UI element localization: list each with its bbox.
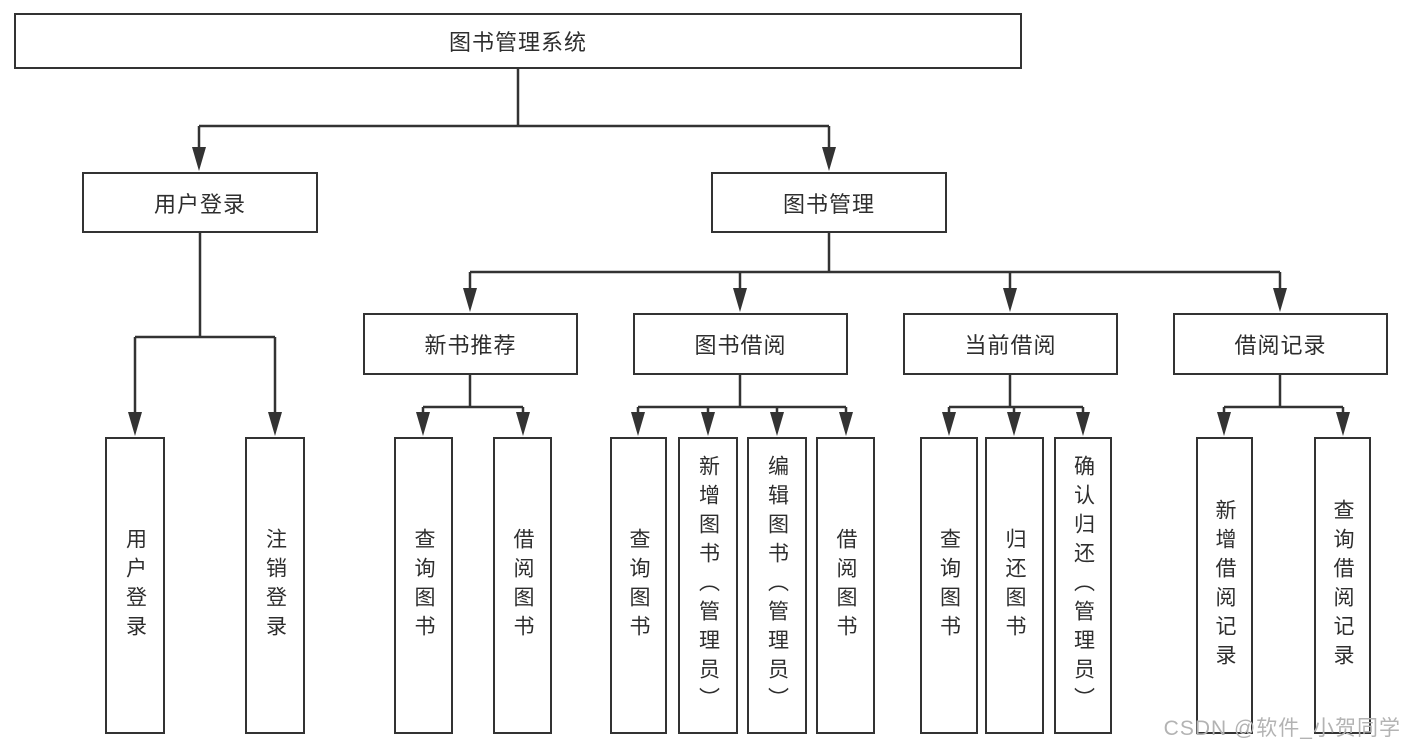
node-label: 查询图书 — [627, 527, 650, 644]
arrowhead-icon — [416, 412, 430, 436]
node-label: 借阅图书 — [511, 527, 534, 644]
leaf-query-books-current: 查询图书 — [920, 437, 978, 734]
arrowheads — [128, 147, 1350, 436]
arrowhead-icon — [1273, 288, 1287, 312]
node-label: 新增图书（管理员） — [696, 455, 720, 716]
node-label: 图书管理 — [782, 191, 875, 217]
arrowhead-icon — [192, 147, 206, 171]
node-label: 查询借阅记录 — [1331, 498, 1354, 673]
node-label: 图书管理系统 — [448, 30, 587, 55]
arrowhead-icon — [516, 412, 530, 436]
leaf-add-borrow-record: 新增借阅记录 — [1196, 437, 1253, 734]
arrowhead-icon — [1336, 412, 1350, 436]
node-label: 注销登录 — [263, 527, 287, 644]
connector-newbook-to-leaves — [421, 375, 525, 414]
node-label: 用户登录 — [123, 527, 147, 644]
connector-current-to-leaves — [947, 375, 1085, 414]
arrowhead-icon — [822, 147, 836, 171]
node-library-management-system: 图书管理系统 — [14, 13, 1022, 69]
connector-root-to-level1 — [197, 69, 831, 150]
node-borrowing-records: 借阅记录 — [1173, 313, 1388, 375]
leaf-query-books-recommend: 查询图书 — [394, 437, 453, 734]
node-label: 归还图书 — [1003, 527, 1026, 644]
arrowhead-icon — [268, 412, 282, 436]
leaf-add-books-admin: 新增图书（管理员） — [678, 437, 738, 734]
node-label: 借阅记录 — [1234, 333, 1327, 358]
arrowhead-icon — [631, 412, 645, 436]
node-book-management: 图书管理 — [711, 172, 947, 233]
leaf-confirm-return-admin: 确认归还（管理员） — [1054, 437, 1112, 734]
arrowhead-icon — [701, 412, 715, 436]
arrowhead-icon — [1217, 412, 1231, 436]
leaf-return-books: 归还图书 — [985, 437, 1044, 734]
connector-userlogin-to-leaves — [133, 233, 277, 415]
arrowhead-icon — [128, 412, 142, 436]
node-label: 编辑图书（管理员） — [765, 455, 789, 716]
node-current-borrowing: 当前借阅 — [903, 313, 1118, 375]
arrowhead-icon — [1076, 412, 1090, 436]
arrowhead-icon — [1003, 288, 1017, 312]
node-user-login: 用户登录 — [82, 172, 318, 233]
connector-borrowing-to-leaves — [636, 375, 848, 414]
node-new-book-recommendation: 新书推荐 — [363, 313, 578, 375]
node-label: 借阅图书 — [834, 527, 857, 644]
node-label: 当前借阅 — [964, 333, 1057, 358]
leaf-logout: 注销登录 — [245, 437, 305, 734]
arrowhead-icon — [733, 288, 747, 312]
connector-strokes — [133, 69, 1345, 415]
node-label: 图书借阅 — [694, 333, 787, 358]
leaf-query-borrow-record: 查询借阅记录 — [1314, 437, 1371, 734]
leaf-edit-books-admin: 编辑图书（管理员） — [747, 437, 807, 734]
node-label: 新增借阅记录 — [1213, 498, 1236, 673]
arrowhead-icon — [942, 412, 956, 436]
arrowhead-icon — [463, 288, 477, 312]
arrowhead-icon — [839, 412, 853, 436]
connector-records-to-leaves — [1222, 375, 1345, 414]
node-book-borrowing: 图书借阅 — [633, 313, 848, 375]
leaf-user-login: 用户登录 — [105, 437, 165, 734]
connector-bookmgmt-to-level2 — [468, 233, 1282, 291]
node-label: 查询图书 — [412, 527, 435, 644]
node-label: 用户登录 — [153, 191, 246, 217]
node-label: 确认归还（管理员） — [1071, 455, 1095, 716]
arrowhead-icon — [770, 412, 784, 436]
node-label: 新书推荐 — [424, 333, 517, 358]
arrowhead-icon — [1007, 412, 1021, 436]
node-label: 查询图书 — [937, 527, 961, 644]
leaf-borrow-books: 借阅图书 — [816, 437, 875, 734]
leaf-borrow-books-recommend: 借阅图书 — [493, 437, 552, 734]
leaf-query-books-borrowing: 查询图书 — [610, 437, 667, 734]
